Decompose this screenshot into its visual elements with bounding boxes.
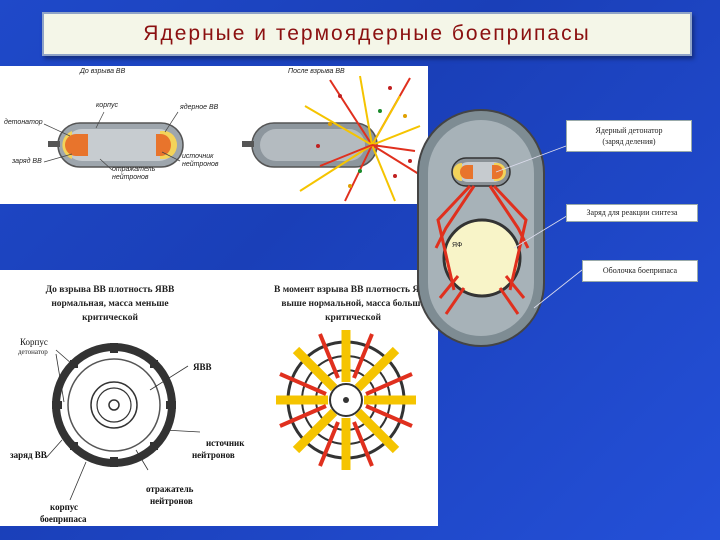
label-istochnik: источник нейтронов — [182, 153, 219, 168]
thermonuclear-svg — [417, 109, 583, 347]
radiation-arrows — [434, 184, 530, 315]
top-diagram-panel: До взрыва ВВ После взрыва ВВ корпус дето… — [0, 66, 428, 204]
callout-shell-text: Оболочка боеприпаса — [602, 266, 678, 275]
callout-fusion-charge-text: Заряд для реакции синтеза — [586, 208, 678, 217]
top-leader-lines — [43, 111, 181, 171]
bottom-leader-lines — [45, 349, 201, 501]
label-korpus-1: Корпус — [20, 337, 48, 347]
before-explosion-label: До взрыва ВВ — [80, 68, 126, 75]
bottom-diagram-panel: До взрыва ВВ плотность ЯВВ нормальная, м… — [0, 270, 438, 526]
callout-nuclear-detonator-line1: Ядерный детонатор — [595, 126, 663, 135]
callout-nuclear-detonator: Ядерный детонатор (заряд деления) — [566, 120, 692, 152]
fusion-core-label: ЯФ — [452, 242, 463, 249]
caption-before: До взрыва ВВ плотность ЯВВ нормальная, м… — [45, 285, 175, 323]
label-yadernoe-vv: ядерное ВВ — [180, 104, 219, 111]
label-korpus-bp-1: корпус — [50, 502, 78, 512]
label-otrazhatel: отражатель нейтронов — [112, 166, 156, 181]
label-korpus: корпус — [96, 102, 118, 109]
label-detonator-2: детонатор — [18, 348, 48, 356]
label-otrazhatel-1: отражатель — [146, 484, 194, 494]
label-otrazhatel-2: нейтронов — [150, 496, 193, 506]
explosion-particles — [316, 86, 412, 188]
caption-after: В момент взрыва ВВ плотность ЯВВ выше но… — [274, 285, 432, 323]
after-explosion-label: После взрыва ВВ — [288, 68, 345, 75]
thermonuclear-diagram: ЯФ — [410, 108, 720, 348]
label-zaryad-vv: заряд ВВ — [10, 450, 47, 460]
label-yavv: ЯВВ — [193, 362, 212, 372]
callout-lines — [495, 145, 583, 309]
label-istochnik-2: нейтронов — [192, 450, 235, 460]
implosion-before — [52, 343, 176, 467]
label-detonator: детонатор — [4, 119, 43, 126]
title-banner: Ядерные и термоядерные боеприпасы — [42, 12, 692, 56]
implosion-after — [276, 330, 416, 470]
label-korpus-bp-2: боеприпаса — [40, 514, 87, 524]
explosion-rays — [299, 75, 423, 202]
label-zaryad: заряд ВВ — [12, 158, 42, 165]
callout-nuclear-detonator-line2: (заряд деления) — [602, 137, 656, 146]
callout-shell: Оболочка боеприпаса — [582, 260, 698, 282]
bomb-after — [242, 122, 378, 168]
gun-type-bomb-svg — [43, 75, 423, 202]
implosion-svg — [45, 330, 416, 501]
bomb-before — [48, 122, 184, 168]
page-title: Ядерные и термоядерные боеприпасы — [143, 22, 591, 45]
label-istochnik-1: источник — [206, 438, 245, 448]
callout-fusion-charge: Заряд для реакции синтеза — [566, 204, 698, 222]
